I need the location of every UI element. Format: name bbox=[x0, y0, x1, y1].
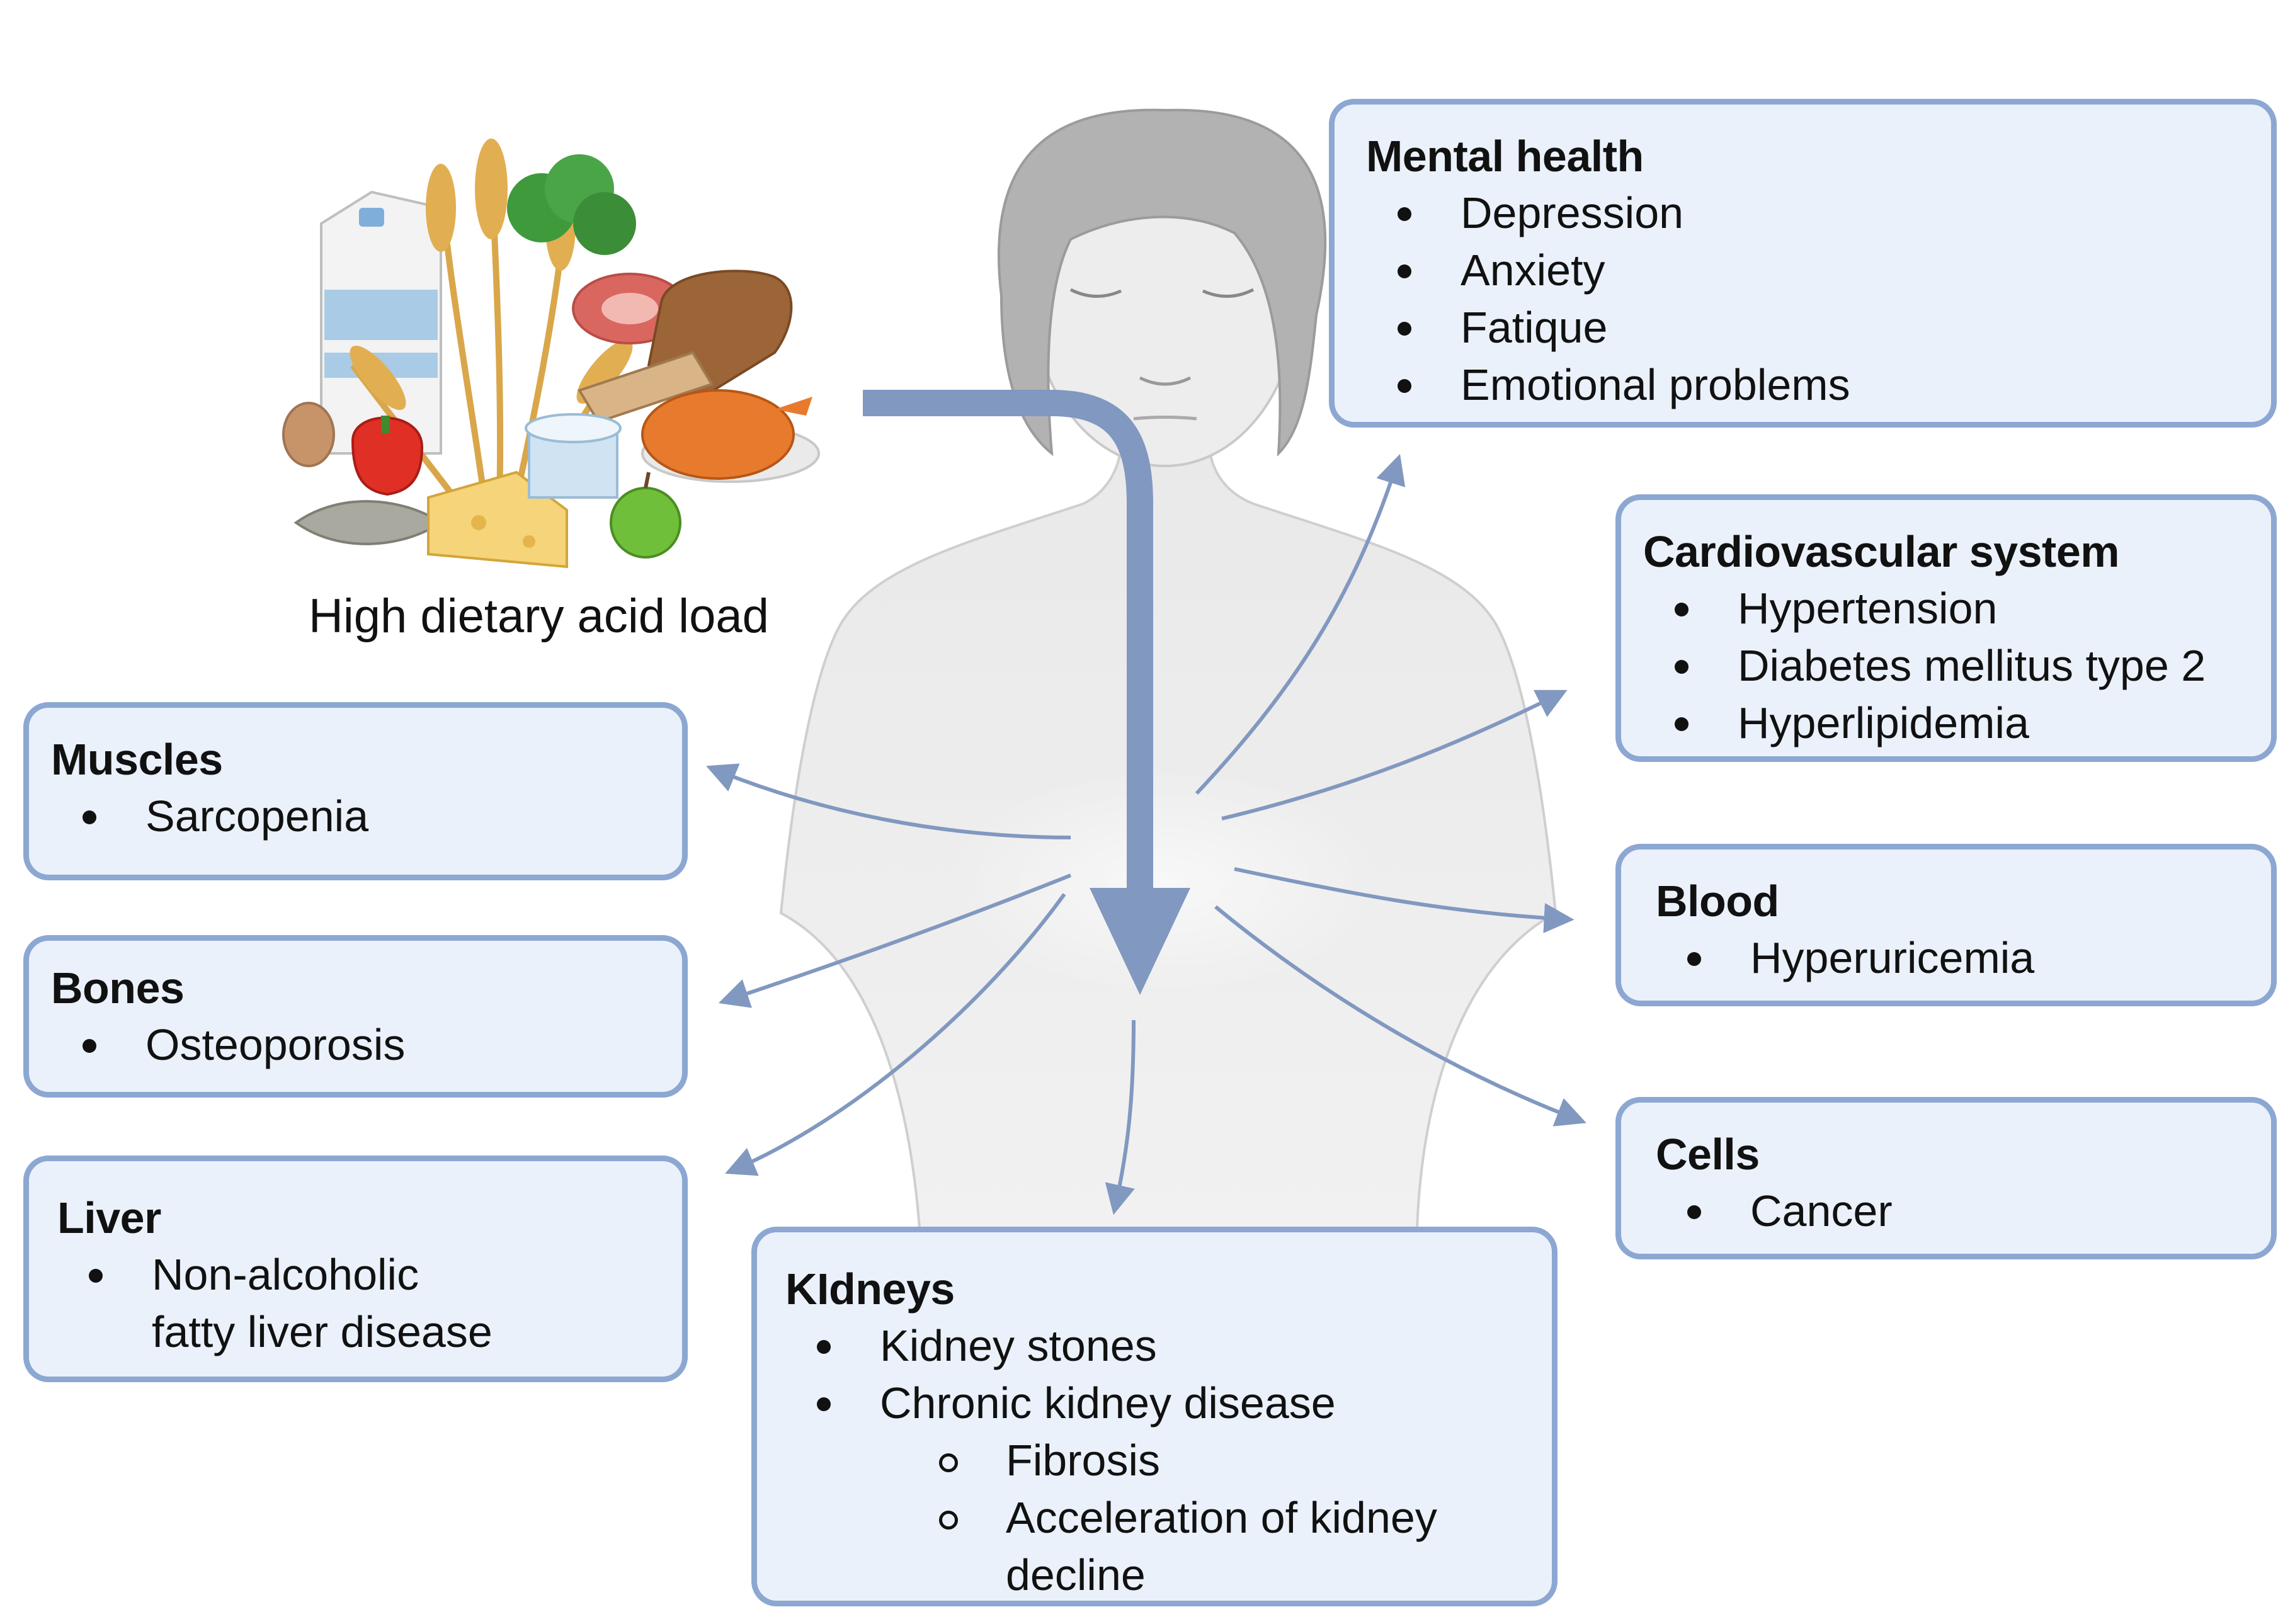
list-item: Diabetes mellitus type 2 bbox=[1643, 637, 2271, 695]
box-list: Cancer bbox=[1656, 1183, 2271, 1240]
food-group-illustration bbox=[282, 139, 820, 569]
list-item: Hyperuricemia bbox=[1656, 929, 2271, 987]
list-item: Fatique bbox=[1366, 299, 2271, 356]
box-title: Liver bbox=[57, 1193, 161, 1242]
muscles-box: Muscles Sarcopenia bbox=[23, 702, 688, 880]
chicken-icon bbox=[641, 389, 820, 483]
pepper-icon bbox=[351, 416, 424, 496]
apple-icon bbox=[610, 472, 681, 559]
sub-list-item: Fibrosis bbox=[785, 1432, 1552, 1489]
box-title: Blood bbox=[1656, 877, 1779, 926]
bones-box: Bones Osteoporosis bbox=[23, 935, 688, 1098]
bread-icon bbox=[578, 270, 793, 424]
blood-box: Blood Hyperuricemia bbox=[1615, 844, 2277, 1006]
box-list: Hypertension Diabetes mellitus type 2 Hy… bbox=[1643, 580, 2271, 752]
list-item: Sarcopenia bbox=[51, 788, 682, 845]
box-list: Depression Anxiety Fatique Emotional pro… bbox=[1366, 185, 2271, 414]
diet-caption: High dietary acid load bbox=[309, 589, 769, 643]
list-item: Cancer bbox=[1656, 1183, 2271, 1240]
mental-health-box: Mental health Depression Anxiety Fatique… bbox=[1329, 99, 2277, 428]
box-title: Mental health bbox=[1366, 132, 1644, 181]
yogurt-icon bbox=[525, 413, 622, 499]
box-title: Cardiovascular system bbox=[1643, 527, 2120, 576]
egg-icon bbox=[282, 402, 335, 467]
human-figure-illustration bbox=[779, 108, 1558, 1229]
list-item: Depression bbox=[1366, 185, 2271, 242]
liver-box: Liver Non-alcoholic fatty liver disease bbox=[23, 1156, 688, 1382]
box-list: Kidney stones Chronic kidney disease Fib… bbox=[785, 1317, 1552, 1604]
list-item: Kidney stones bbox=[785, 1317, 1552, 1375]
list-item: Hypertension bbox=[1643, 580, 2271, 637]
effect-arrow-icon bbox=[706, 453, 1586, 1215]
box-list: Sarcopenia bbox=[51, 788, 682, 845]
list-item: Chronic kidney disease bbox=[785, 1375, 1552, 1432]
kidneys-box: KIdneys Kidney stones Chronic kidney dis… bbox=[751, 1227, 1558, 1606]
milk-carton-icon bbox=[320, 190, 442, 455]
box-title: Bones bbox=[51, 963, 185, 1013]
cardiovascular-box: Cardiovascular system Hypertension Diabe… bbox=[1615, 494, 2277, 762]
box-title: Muscles bbox=[51, 735, 223, 784]
list-item: Hyperlipidemia bbox=[1643, 695, 2271, 752]
box-list: Hyperuricemia bbox=[1656, 929, 2271, 987]
cells-box: Cells Cancer bbox=[1615, 1097, 2277, 1259]
list-item: Anxiety bbox=[1366, 242, 2271, 299]
down-arrow-icon bbox=[863, 390, 1190, 995]
box-list: Osteoporosis bbox=[51, 1016, 682, 1074]
broccoli-icon bbox=[507, 154, 636, 255]
list-item: Emotional problems bbox=[1366, 356, 2271, 414]
box-list: Non-alcoholic fatty liver disease bbox=[57, 1246, 682, 1361]
list-item: Osteoporosis bbox=[51, 1016, 682, 1074]
box-title: Cells bbox=[1656, 1130, 1760, 1179]
list-item: Non-alcoholic fatty liver disease bbox=[57, 1246, 504, 1361]
sub-list-item: Acceleration of kidney decline bbox=[785, 1489, 1459, 1604]
box-title: KIdneys bbox=[785, 1264, 955, 1314]
